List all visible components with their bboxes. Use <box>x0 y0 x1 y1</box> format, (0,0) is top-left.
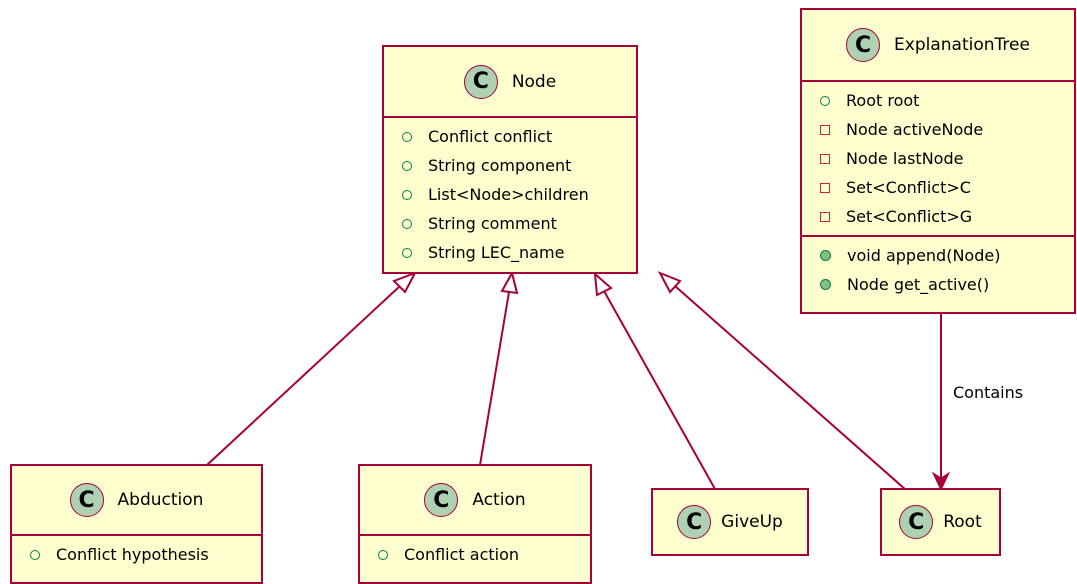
private-field-icon <box>820 182 830 193</box>
private-field-icon <box>820 124 830 135</box>
class-action-name: Action <box>472 490 526 510</box>
public-field-icon <box>402 247 412 258</box>
field-item: Node lastNode <box>802 144 1074 173</box>
class-explanation-tree-name: ExplanationTree <box>894 35 1030 55</box>
public-method-icon <box>820 250 831 261</box>
field-item: String component <box>384 151 636 180</box>
field-item: Set<Conflict>C <box>802 173 1074 202</box>
private-field-icon <box>820 153 830 164</box>
class-abduction-fields: Conflict hypothesis <box>12 534 261 573</box>
public-method-icon <box>820 279 831 290</box>
inheritance-arrowhead-root <box>657 271 682 294</box>
public-field-icon <box>820 95 830 106</box>
public-field-icon <box>30 549 40 560</box>
class-root-header: C Root <box>882 490 999 554</box>
class-node-header: C Node <box>384 47 636 116</box>
class-node[interactable]: C Node Conflict conflict String componen… <box>382 45 638 274</box>
inheritance-arrowhead-abduction <box>392 271 418 294</box>
field-item: String comment <box>384 209 636 238</box>
public-field-icon <box>378 549 388 560</box>
class-node-fields: Conflict conflict String component List<… <box>384 116 636 271</box>
inheritance-line-root <box>674 285 907 491</box>
class-c-icon: C <box>677 505 712 539</box>
class-explanation-tree-fields: Root root Node activeNode Node lastNode … <box>802 80 1074 235</box>
class-c-icon: C <box>899 505 934 539</box>
field-item: List<Node>children <box>384 180 636 209</box>
class-giveup-header: C GiveUp <box>653 490 807 554</box>
class-node-name: Node <box>511 71 557 92</box>
inheritance-arrowhead-action <box>500 270 519 295</box>
inheritance-line-giveup <box>603 290 716 490</box>
field-item: Conflict hypothesis <box>12 540 261 569</box>
contains-label: Contains <box>953 383 1023 402</box>
class-explanation-tree[interactable]: C ExplanationTree Root root Node activeN… <box>800 8 1076 314</box>
field-item: Set<Conflict>G <box>802 202 1074 231</box>
class-action-header: C Action <box>360 466 590 534</box>
field-item: Conflict conflict <box>384 122 636 151</box>
method-item: Node get_active() <box>802 270 1074 299</box>
public-field-icon <box>402 218 412 229</box>
class-c-icon: C <box>424 483 459 517</box>
public-field-icon <box>402 189 412 200</box>
inheritance-line-action <box>479 291 510 466</box>
class-explanation-tree-methods: void append(Node) Node get_active() <box>802 235 1074 303</box>
class-abduction-name: Abduction <box>117 490 204 510</box>
inheritance-line-abduction <box>206 285 401 466</box>
class-abduction-header: C Abduction <box>12 466 261 534</box>
inheritance-arrowhead-giveup <box>593 271 613 297</box>
field-item: Node activeNode <box>802 115 1074 144</box>
class-abduction[interactable]: C Abduction Conflict hypothesis <box>10 464 263 584</box>
class-root[interactable]: C Root <box>880 488 1001 556</box>
method-item: void append(Node) <box>802 241 1074 270</box>
class-explanation-tree-header: C ExplanationTree <box>802 10 1074 80</box>
class-c-icon: C <box>463 64 498 99</box>
class-action[interactable]: C Action Conflict action <box>358 464 592 584</box>
field-item: String LEC_name <box>384 238 636 267</box>
field-item: Conflict action <box>360 540 590 569</box>
class-giveup[interactable]: C GiveUp <box>651 488 809 556</box>
class-c-icon: C <box>846 28 881 62</box>
public-field-icon <box>402 131 412 142</box>
class-action-fields: Conflict action <box>360 534 590 573</box>
public-field-icon <box>402 160 412 171</box>
association-arrowhead-contains <box>931 471 951 492</box>
private-field-icon <box>820 211 830 222</box>
class-root-name: Root <box>943 512 982 532</box>
class-c-icon: C <box>69 483 104 517</box>
class-giveup-name: GiveUp <box>721 512 783 532</box>
field-item: Root root <box>802 86 1074 115</box>
